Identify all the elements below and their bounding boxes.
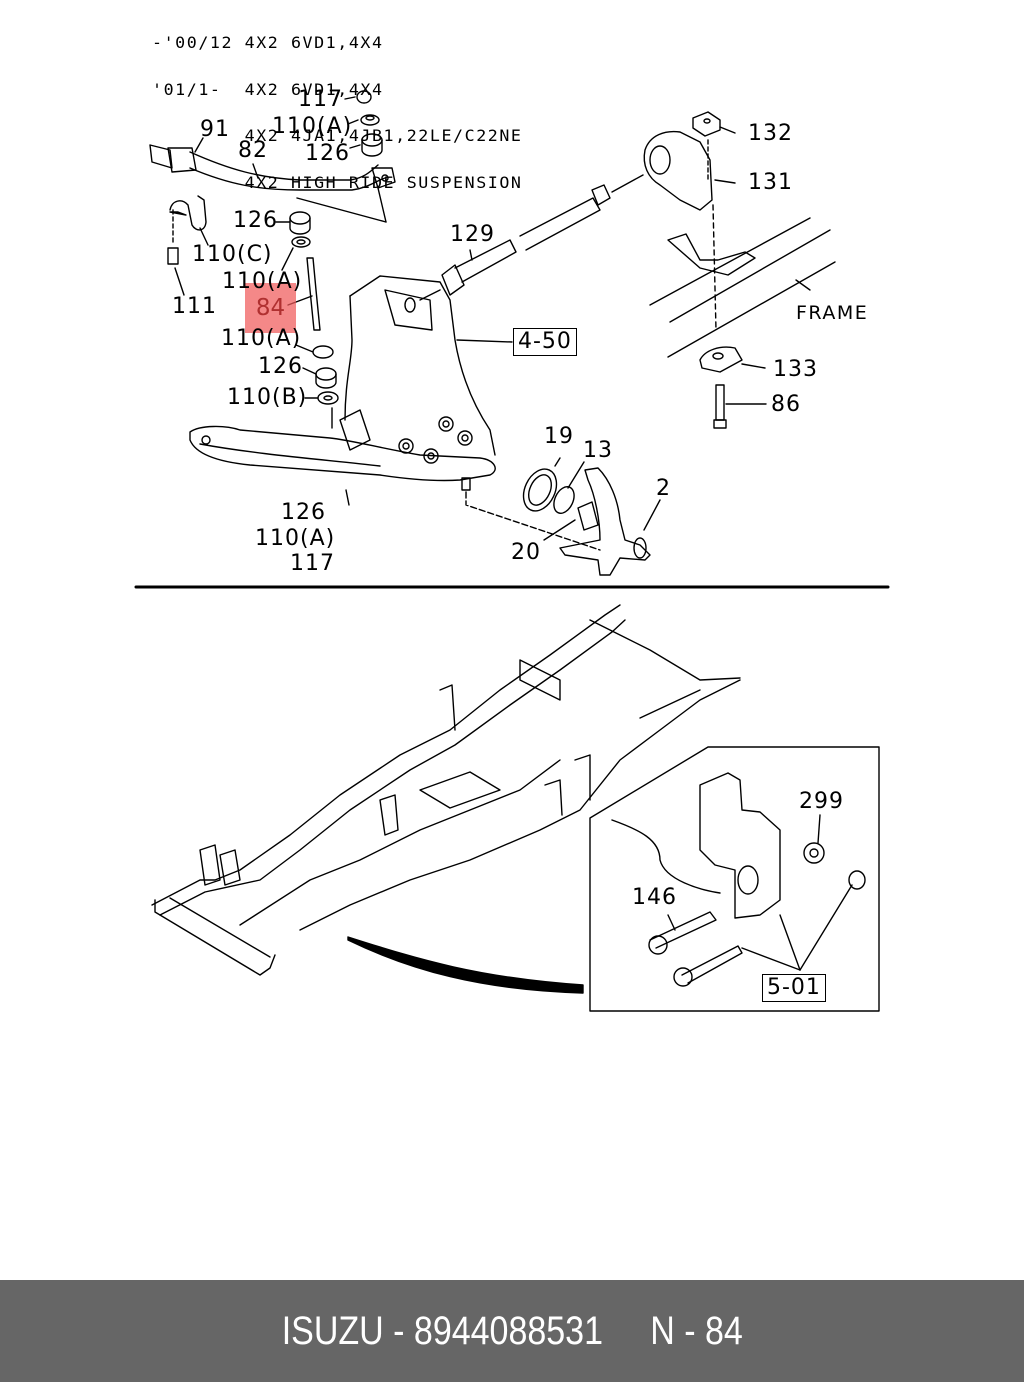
frame-label: FRAME <box>796 302 869 324</box>
part-number: 8944088531 <box>413 1308 603 1353</box>
note-line-2: '01/1- 4X2 6VD1,4X4 <box>152 79 384 99</box>
highlighted-part[interactable]: 84 <box>245 283 296 333</box>
callout-129[interactable]: 129 <box>450 222 495 247</box>
callout-110b[interactable]: 110(B) <box>227 385 308 410</box>
callout-299[interactable]: 299 <box>799 789 844 814</box>
callout-133[interactable]: 133 <box>773 357 818 382</box>
callout-111[interactable]: 111 <box>172 294 217 319</box>
parts-diagram: -'00/12 4X2 6VD1,4X4 '01/1- 4X2 6VD1,4X4… <box>134 4 890 1012</box>
callout-110a[interactable]: 110(A) <box>221 326 302 351</box>
diagram-line-art <box>134 90 890 1012</box>
callout-19[interactable]: 19 <box>544 424 574 449</box>
callout-146[interactable]: 146 <box>632 885 677 910</box>
callout-117[interactable]: 117 <box>290 551 335 576</box>
applicability-notes: -'00/12 4X2 6VD1,4X4 '01/1- 4X2 6VD1,4X4… <box>152 4 523 221</box>
callout-126[interactable]: 126 <box>305 141 350 166</box>
bracket-110c-drawing <box>167 195 209 296</box>
note-line-4: 4X2 HIGH RIDE SUSPENSION <box>152 172 523 192</box>
callout-126[interactable]: 126 <box>281 500 326 525</box>
torsion-bar-drawing <box>419 174 644 301</box>
note-line-1: -'00/12 4X2 6VD1,4X4 <box>152 33 384 52</box>
callout-110c[interactable]: 110(C) <box>192 242 273 267</box>
callout-126[interactable]: 126 <box>258 354 303 379</box>
callout-82[interactable]: 82 <box>238 138 268 163</box>
anchor-arm-drawing <box>643 111 836 429</box>
footer-text: ISUZU - 8944088531 N - 84 <box>281 1309 742 1354</box>
footer-bar: ISUZU - 8944088531 N - 84 <box>0 1280 1024 1382</box>
stabilizer-bar-drawing <box>149 137 396 223</box>
ref-box-4-50[interactable]: 4-50 <box>513 328 577 356</box>
callout-132[interactable]: 132 <box>748 121 793 146</box>
callout-2[interactable]: 2 <box>656 476 671 501</box>
separator: - <box>383 1308 414 1353</box>
callout-91[interactable]: 91 <box>200 117 230 142</box>
callout-13[interactable]: 13 <box>583 438 613 463</box>
callout-110a[interactable]: 110(A) <box>255 526 336 551</box>
callout-126[interactable]: 126 <box>233 208 278 233</box>
spacer <box>603 1309 650 1353</box>
ref-box-5-01[interactable]: 5-01 <box>762 974 826 1002</box>
detail-inset-drawing <box>589 746 880 1012</box>
diagram-reference: N - 84 <box>649 1308 743 1353</box>
callout-86[interactable]: 86 <box>771 392 801 417</box>
highlighted-part-number: 84 <box>255 295 286 321</box>
callout-131[interactable]: 131 <box>748 170 793 195</box>
brand-name: ISUZU <box>281 1308 384 1353</box>
callout-20[interactable]: 20 <box>511 540 541 565</box>
detail-arrow <box>347 936 584 994</box>
knuckle-drawing <box>461 457 661 576</box>
callout-110a[interactable]: 110(A) <box>222 269 303 294</box>
callout-117[interactable]: 117 <box>298 87 343 112</box>
note-line-3: 4X2 4JA1,4JB1,22LE/C22NE <box>152 126 523 145</box>
crossmember-drawing <box>189 275 513 506</box>
callout-110a[interactable]: 110(A) <box>272 114 353 139</box>
chassis-frame-drawing <box>151 604 741 976</box>
